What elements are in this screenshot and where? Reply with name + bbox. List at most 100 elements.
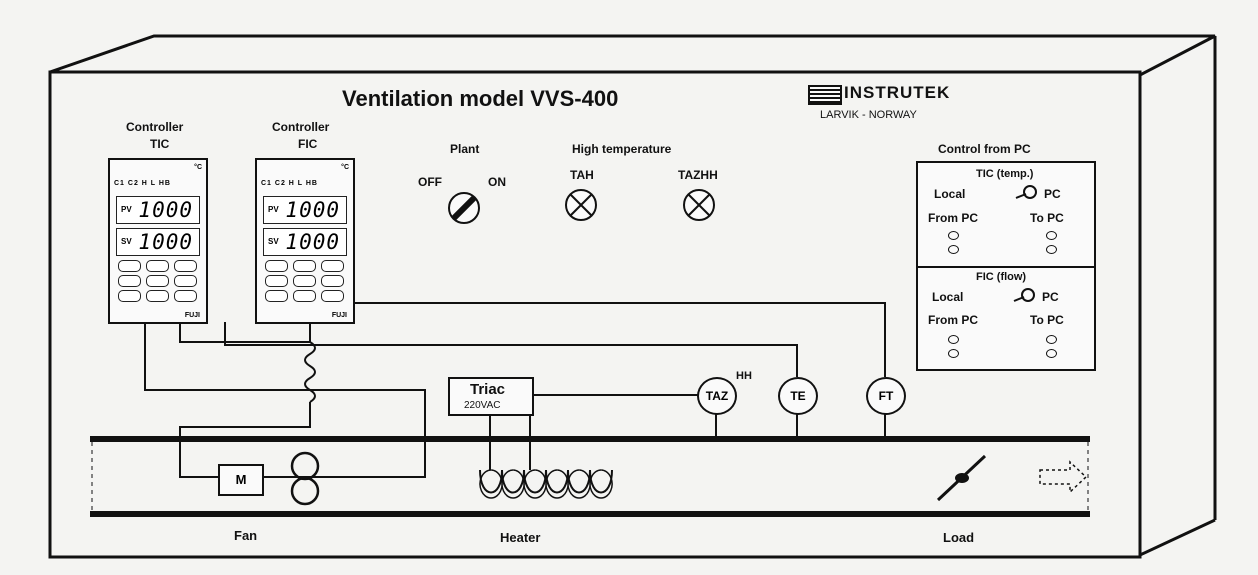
alarm-tazhh-lamp-icon bbox=[683, 189, 715, 221]
instrument-te: TE bbox=[778, 377, 818, 415]
pc-tic-toggle-switch[interactable] bbox=[1014, 183, 1040, 201]
controller-tic-pv-label: PV bbox=[121, 205, 132, 214]
controller-tic-indicators: C1 C2 H L HB bbox=[114, 180, 171, 187]
pc-tic-title: TIC (temp.) bbox=[976, 168, 1034, 180]
wire-tic-to-te bbox=[224, 322, 798, 377]
cabinet-front-panel bbox=[48, 70, 1142, 559]
pc-tic-to-pc-led-2[interactable] bbox=[1046, 245, 1057, 254]
pc-fic-title: FIC (flow) bbox=[976, 271, 1027, 283]
controller-fic-keypad bbox=[263, 260, 347, 304]
controller-fic-sv-value: 1000 bbox=[285, 230, 340, 254]
controller-fic-heading: Controller bbox=[272, 120, 330, 134]
pc-tic-from-pc-led-2[interactable] bbox=[948, 245, 959, 254]
pc-fic-to-pc-led-1[interactable] bbox=[1046, 335, 1057, 344]
fan-blade-top bbox=[290, 451, 320, 481]
pc-tic-pc-label: PC bbox=[1044, 187, 1061, 201]
controller-fic-pv-value: 1000 bbox=[285, 198, 340, 222]
pc-tic-local-label: Local bbox=[934, 187, 966, 201]
tic-key-6[interactable] bbox=[174, 275, 197, 287]
controller-tic-maker: FUJI bbox=[184, 312, 200, 319]
controller-fic-indicators: C1 C2 H L HB bbox=[261, 180, 318, 187]
outlet-arrow bbox=[1039, 460, 1088, 494]
fan-blade-bottom bbox=[290, 476, 320, 506]
triac-voltage: 220VAC bbox=[464, 400, 501, 411]
fic-key-5[interactable] bbox=[293, 275, 316, 287]
brand-logo-mark bbox=[808, 85, 842, 105]
motor-box: M bbox=[218, 464, 264, 496]
alarms-heading: High temperature bbox=[572, 142, 672, 156]
cabinet-side-bottom bbox=[1139, 518, 1216, 557]
controller-fic-maker: FUJI bbox=[331, 312, 347, 319]
controller-tic-unit: °C bbox=[194, 164, 202, 171]
wire-tic-to-fan-loop bbox=[179, 322, 310, 343]
tic-key-3[interactable] bbox=[174, 260, 197, 272]
alarm-tah-lamp-icon bbox=[565, 189, 597, 221]
pc-fic-to-pc-label: To PC bbox=[1030, 313, 1064, 327]
controller-tic: °C C1 C2 H L HB PV 1000 SV 1000 FUJI bbox=[108, 158, 208, 324]
controller-tic-pv-value: 1000 bbox=[138, 198, 193, 222]
instrument-taz: TAZ bbox=[697, 377, 737, 415]
fic-key-1[interactable] bbox=[265, 260, 288, 272]
pc-fic-local-label: Local bbox=[932, 290, 964, 304]
cabinet-top-edge bbox=[49, 34, 1216, 77]
brand-name: INSTRUTEK bbox=[844, 83, 951, 102]
wire-fic-to-motor-loop bbox=[179, 402, 311, 478]
tic-key-9[interactable] bbox=[174, 290, 197, 302]
heater-coil bbox=[479, 469, 613, 494]
pc-tic-from-pc-label: From PC bbox=[928, 211, 979, 225]
fic-key-6[interactable] bbox=[321, 275, 344, 287]
tic-key-8[interactable] bbox=[146, 290, 169, 302]
pc-tic-from-pc-led-1[interactable] bbox=[948, 231, 959, 240]
controller-fic-pv-label: PV bbox=[268, 205, 279, 214]
instrument-ft: FT bbox=[866, 377, 906, 415]
controller-tic-tag: TIC bbox=[150, 137, 170, 151]
pc-control-panel: TIC (temp.) Local PC From PC To PC FIC (… bbox=[916, 161, 1096, 371]
controller-fic-sv-display: SV 1000 bbox=[263, 228, 347, 256]
plant-on-label: ON bbox=[488, 175, 506, 189]
tic-key-7[interactable] bbox=[118, 290, 141, 302]
controller-tic-sv-value: 1000 bbox=[138, 230, 193, 254]
controller-tic-sv-display: SV 1000 bbox=[116, 228, 200, 256]
plant-switch[interactable] bbox=[446, 190, 482, 226]
pc-tic-to-pc-label: To PC bbox=[1030, 211, 1064, 225]
wire-fic-to-ft bbox=[320, 302, 886, 377]
plant-switch-knob bbox=[450, 194, 478, 222]
fic-key-3[interactable] bbox=[321, 260, 344, 272]
pc-fic-from-pc-led-1[interactable] bbox=[948, 335, 959, 344]
brand-logo: INSTRUTEK bbox=[808, 83, 954, 105]
load-damper-hub bbox=[955, 473, 969, 483]
heater-label: Heater bbox=[500, 530, 541, 545]
plant-label: Plant bbox=[450, 142, 480, 156]
controller-fic-tag: FIC bbox=[298, 137, 318, 151]
wire-tic-to-motor bbox=[144, 322, 426, 478]
fan-label: Fan bbox=[234, 528, 258, 543]
triac-box: Triac 220VAC bbox=[448, 377, 534, 416]
tic-key-1[interactable] bbox=[118, 260, 141, 272]
fic-key-2[interactable] bbox=[293, 260, 316, 272]
instrument-ft-label: FT bbox=[878, 389, 894, 403]
pc-fic-toggle-switch[interactable] bbox=[1012, 286, 1038, 304]
pc-tic-to-pc-led-1[interactable] bbox=[1046, 231, 1057, 240]
pc-fic-from-pc-label: From PC bbox=[928, 313, 979, 327]
alarm-tah-label: TAH bbox=[570, 168, 594, 182]
controller-fic-unit: °C bbox=[341, 164, 349, 171]
tic-key-2[interactable] bbox=[146, 260, 169, 272]
controller-fic-sv-label: SV bbox=[268, 237, 279, 246]
controller-fic-pv-display: PV 1000 bbox=[263, 196, 347, 224]
controller-tic-pv-display: PV 1000 bbox=[116, 196, 200, 224]
fic-key-8[interactable] bbox=[293, 290, 316, 302]
brand-location: LARVIK - NORWAY bbox=[820, 109, 917, 121]
pc-fic-to-pc-led-2[interactable] bbox=[1046, 349, 1057, 358]
pc-control-heading: Control from PC bbox=[938, 142, 1031, 156]
alarm-tazhh-label: TAZHH bbox=[678, 168, 718, 182]
plant-off-label: OFF bbox=[418, 175, 442, 189]
tic-key-5[interactable] bbox=[146, 275, 169, 287]
fic-key-7[interactable] bbox=[265, 290, 288, 302]
controller-tic-heading: Controller bbox=[126, 120, 184, 134]
pc-fic-from-pc-led-2[interactable] bbox=[948, 349, 959, 358]
tic-key-4[interactable] bbox=[118, 275, 141, 287]
fic-key-9[interactable] bbox=[321, 290, 344, 302]
fic-key-4[interactable] bbox=[265, 275, 288, 287]
